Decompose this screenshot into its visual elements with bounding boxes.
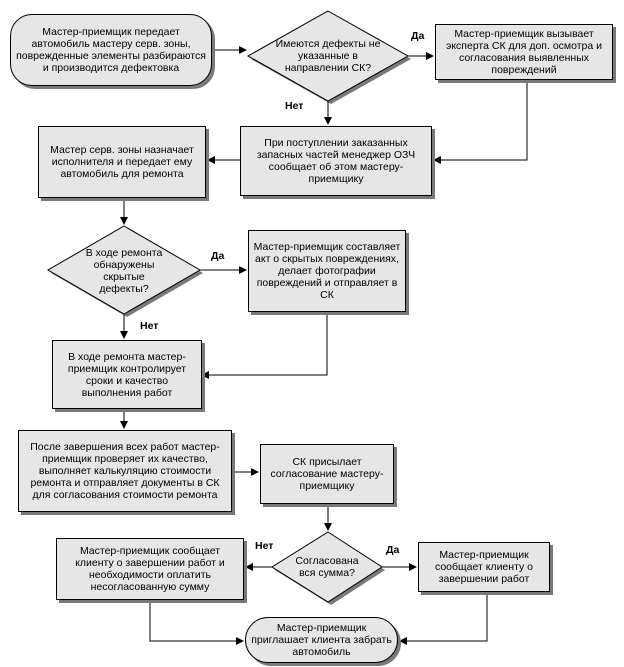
process-node-1: Мастер-приемщик передает автомобиль маст… (10, 14, 212, 86)
connector-n10-n11 (399, 592, 488, 645)
terminal-node-end: Мастер-приемщик приглашает клиента забра… (245, 617, 398, 663)
decision-3-text: Согласована вся сумма? (295, 555, 359, 579)
process-node-6: В ходе ремонта мастер-приемщик контролир… (52, 340, 202, 409)
decision-2-text: В ходе ремонта обнаружены скрытые дефект… (85, 247, 163, 295)
process-node-2: Мастер-приемщик вызывает эксперта СК для… (435, 24, 613, 80)
process-node-7: После завершения всех работ мастер-прием… (18, 430, 232, 512)
process-node-3: При поступлении заказанных запасных част… (240, 126, 432, 196)
process-node-9: Мастер-приемщик сообщает клиенту о завер… (56, 538, 244, 600)
d2-yes-label: Да (211, 250, 225, 262)
process-node-5: Мастер-приемщик составляет акт о скрытых… (248, 230, 406, 312)
d1-yes-label: Да (411, 30, 425, 42)
d2-no-label: Нет (140, 320, 159, 332)
process-node-8: СК присылает согласование мастеру-приемщ… (260, 444, 394, 504)
process-node-10: Мастер-приемщик сообщает клиенту о завер… (418, 542, 550, 592)
d1-no-label: Нет (285, 100, 304, 112)
d3-no-label: Нет (255, 540, 274, 552)
connector-n5-n6 (201, 312, 328, 379)
connector-n9-n11 (149, 600, 244, 645)
decision-diamond-3 (271, 531, 383, 603)
d3-yes-label: Да (386, 544, 400, 556)
connector-n2-n3 (433, 80, 528, 164)
process-node-4: Мастер серв. зоны назначает исполнителя … (38, 126, 206, 198)
decision-1-text: Имеются дефекты не указанные в направлен… (275, 38, 381, 74)
